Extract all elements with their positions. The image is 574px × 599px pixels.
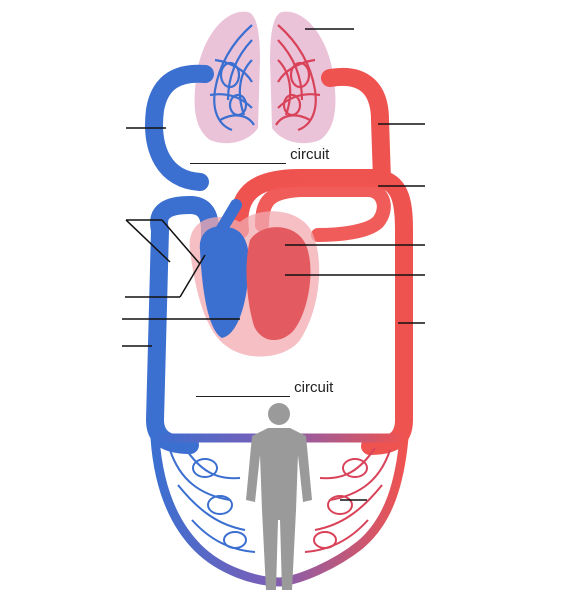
systemic-circuit-caption: circuit [196, 379, 333, 397]
pulmonary-circuit-caption: circuit [190, 146, 329, 164]
human-silhouette [246, 403, 312, 590]
systemic-circuit-word: circuit [294, 379, 334, 396]
systemic-capillary-bed [150, 433, 409, 587]
systemic-capillary-mesh [169, 447, 391, 553]
pointer-vena-cava-a [125, 219, 171, 263]
vena-cava-top [214, 199, 242, 238]
label-pointer-lines [122, 28, 425, 501]
pulmonary-circuit-word: circuit [290, 146, 330, 163]
pointer-right-atrium-b [179, 254, 206, 298]
pulmonary-trunk [255, 183, 391, 242]
heart-left-side [246, 227, 311, 341]
pulmonary-artery-right [321, 67, 391, 189]
pulmonary-vein-left [145, 64, 214, 191]
pulmonary-circuit-blank [190, 146, 286, 164]
systemic-circuit-blank [196, 379, 290, 397]
left-lung-capillaries [209, 24, 255, 132]
pointer-vena-cava-c [161, 219, 201, 265]
heart [189, 199, 320, 357]
heart-right-side [199, 226, 250, 338]
